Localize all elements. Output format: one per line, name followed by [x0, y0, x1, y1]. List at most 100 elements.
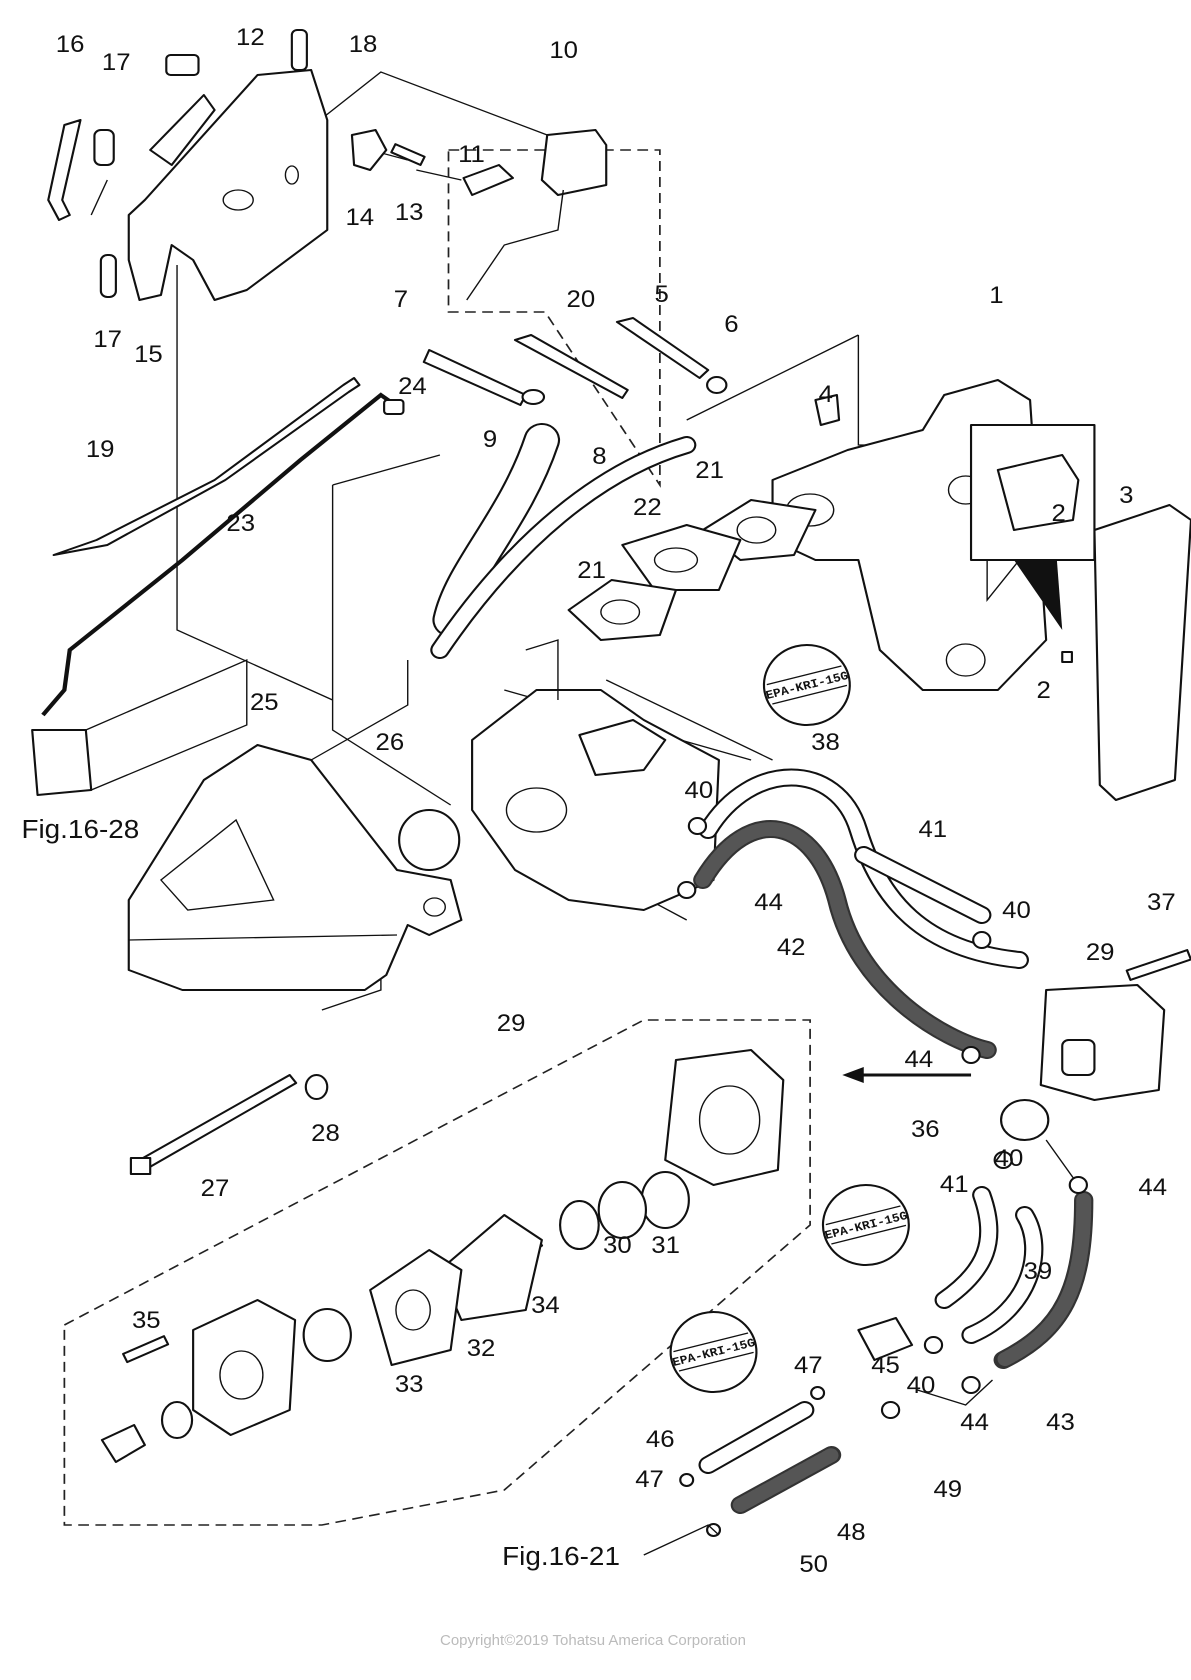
callout-25: 25: [250, 689, 279, 716]
callout-14: 14: [345, 204, 374, 231]
callout-20: 20: [567, 286, 596, 313]
cross-ref-fig-16-28: Fig.16-28: [21, 815, 139, 844]
valve-30: [597, 1181, 648, 1239]
pump-body: [664, 1049, 785, 1186]
link-rod-16: [47, 119, 82, 221]
callout-48: 48: [837, 1519, 866, 1546]
callout-7: 7: [394, 286, 408, 313]
callout-37: 37: [1147, 889, 1176, 916]
callout-33: 33: [395, 1371, 424, 1398]
plunger: [100, 1424, 146, 1463]
callout-35: 35: [132, 1307, 161, 1334]
carburetor: [471, 639, 720, 911]
figure-caption: Fig.16-21: [502, 1542, 620, 1571]
callout-49: 49: [933, 1476, 962, 1503]
filter-45: [857, 1317, 914, 1361]
fig-16-28-rod: [85, 658, 248, 791]
callout-40: 40: [1002, 897, 1031, 924]
callout-45: 45: [871, 1352, 900, 1379]
callout-6: 6: [724, 311, 738, 338]
hose-38: [698, 768, 1029, 969]
callout-41: 41: [918, 816, 947, 843]
callout-11: 11: [458, 141, 485, 168]
bolt-12: [165, 54, 200, 76]
epa-stamp: EPA-KRI-15G: [669, 1311, 758, 1393]
callout-40: 40: [995, 1145, 1024, 1172]
throttle-bracket: [127, 69, 329, 301]
fuel-pump: [1039, 984, 1166, 1101]
callout-15: 15: [134, 341, 163, 368]
callout-40: 40: [685, 777, 714, 804]
epa-stamp: EPA-KRI-15G: [821, 1184, 910, 1266]
callout-42: 42: [777, 934, 806, 961]
callout-12: 12: [236, 24, 265, 51]
callout-21: 21: [577, 557, 606, 584]
callout-44: 44: [754, 889, 783, 916]
callout-38: 38: [811, 729, 840, 756]
callout-47: 47: [635, 1466, 664, 1493]
callout-28: 28: [311, 1120, 340, 1147]
hose-9-inner: [434, 425, 558, 635]
callout-22: 22: [633, 494, 662, 521]
callout-18: 18: [349, 31, 378, 58]
callout-46: 46: [646, 1426, 675, 1453]
choke-rod-23: [41, 392, 404, 717]
gasket-3: [1093, 504, 1191, 801]
callout-26: 26: [376, 729, 405, 756]
callout-44: 44: [960, 1409, 989, 1436]
callout-8: 8: [592, 443, 606, 470]
callout-17: 17: [93, 326, 122, 353]
clamp-4: [814, 394, 841, 426]
callout-50: 50: [799, 1551, 828, 1578]
callout-31: 31: [651, 1232, 680, 1259]
bolt-27-head: [129, 1157, 152, 1175]
callout-2: 2: [1052, 500, 1066, 527]
gasket-32: [438, 1214, 543, 1321]
callout-10: 10: [549, 37, 578, 64]
spring: [302, 1308, 352, 1362]
washer-28: [304, 1074, 329, 1100]
callout-44: 44: [905, 1046, 934, 1073]
callout-9: 9: [483, 426, 497, 453]
callout-16: 16: [56, 31, 85, 58]
plate: [559, 1200, 600, 1250]
bolt-37: [1125, 949, 1191, 981]
diaphragm-33: [369, 1249, 463, 1366]
callout-32: 32: [467, 1335, 496, 1362]
strap-7-eye: [521, 389, 546, 405]
clip-17-lower: [99, 254, 117, 298]
callout-43: 43: [1046, 1409, 1075, 1436]
insulator-22: [621, 524, 742, 591]
callout-29: 29: [497, 1010, 526, 1037]
callout-36: 36: [911, 1116, 940, 1143]
callout-19: 19: [86, 436, 115, 463]
callout-47: 47: [794, 1352, 823, 1379]
callout-17: 17: [102, 49, 131, 76]
hose-8-inner: [432, 438, 695, 657]
callout-30: 30: [603, 1232, 632, 1259]
copyright-notice: Copyright©2019 Tohatsu America Corporati…: [440, 1632, 746, 1649]
direction-arrow: [842, 1067, 972, 1083]
bolt-5: [615, 317, 710, 379]
callout-27: 27: [201, 1175, 230, 1202]
spring-small: [160, 1401, 194, 1439]
gasket-21-lower: [567, 579, 678, 641]
clip-17-upper: [93, 129, 115, 166]
fig-16-21-arrow: [643, 1524, 720, 1556]
strap-7: [422, 349, 527, 406]
callout-29: 29: [1086, 939, 1115, 966]
o-ring-26: [398, 809, 461, 871]
valve-31: [640, 1171, 690, 1229]
callout-40: 40: [907, 1372, 936, 1399]
callout-5: 5: [655, 281, 669, 308]
throttle-arm-10: [466, 129, 608, 301]
cable-19: [52, 377, 361, 556]
callout-41: 41: [940, 1171, 969, 1198]
callout-34: 34: [531, 1292, 560, 1319]
assembly-box-29: [63, 1019, 811, 1526]
callout-13: 13: [395, 199, 424, 226]
callout-2: 2: [1036, 677, 1050, 704]
screw-35: [122, 1335, 170, 1364]
clip-24: [383, 399, 405, 415]
